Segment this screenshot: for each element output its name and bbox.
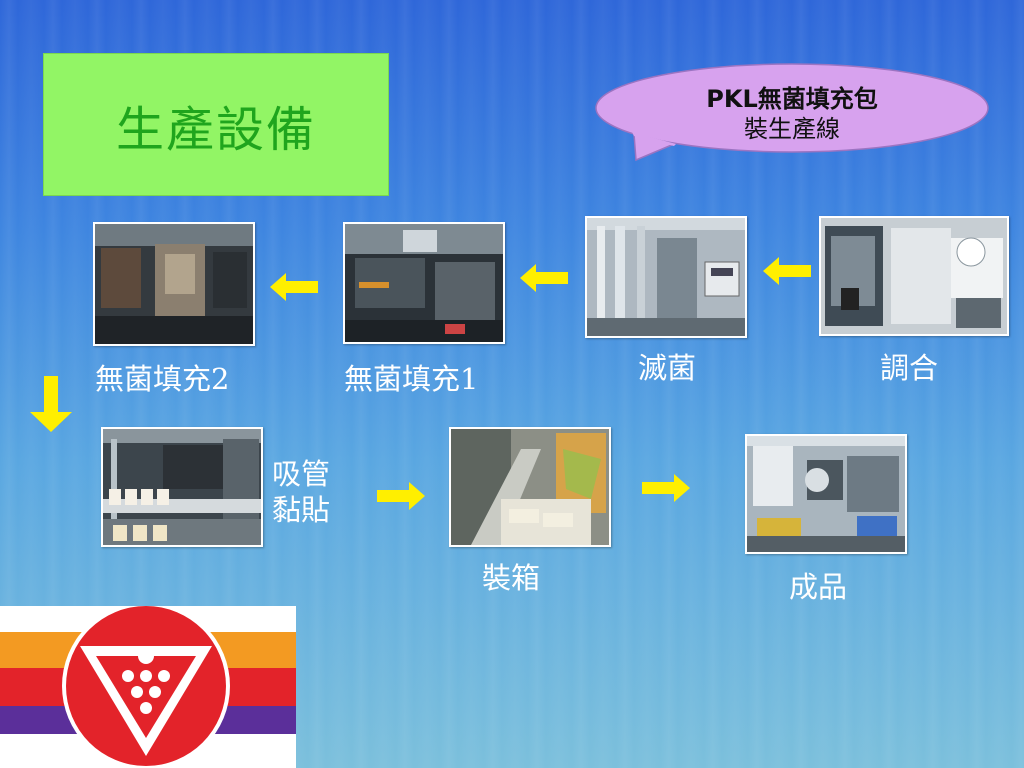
photo-sterilization: [585, 216, 747, 338]
bubble-line-2: 裝生產線: [744, 115, 840, 143]
label-product: 成品: [789, 570, 848, 604]
company-logo: [0, 606, 296, 768]
label-straw: 吸管 黏貼: [272, 456, 330, 528]
title-box: 生產設備: [43, 53, 389, 196]
bubble-shape: [595, 63, 989, 162]
bubble-line-1: PKL無菌填充包: [706, 85, 878, 113]
photo-blending: [819, 216, 1009, 336]
photo-boxing: [449, 427, 611, 547]
label-sterilize: 滅菌: [638, 351, 697, 385]
callout-bubble: PKL無菌填充包 裝生產線: [594, 62, 990, 162]
photo-straw-attach: [101, 427, 263, 547]
label-fill2: 無菌填充2: [95, 362, 230, 396]
arrow-left-icon: [270, 273, 318, 301]
label-straw-line-1: 吸管: [272, 457, 331, 491]
arrow-left-icon: [520, 264, 568, 292]
page-title: 生產設備: [115, 101, 316, 158]
arrow-right-icon: [642, 474, 690, 502]
logo-graphic: [0, 606, 296, 768]
label-fill1: 無菌填充1: [344, 362, 479, 396]
arrow-down-icon: [30, 376, 72, 432]
photo-aseptic-filling-2: [93, 222, 255, 346]
label-blend: 調合: [880, 351, 939, 385]
label-straw-line-2: 黏貼: [272, 493, 331, 527]
arrow-right-icon: [377, 482, 425, 510]
label-boxing: 裝箱: [482, 561, 541, 595]
photo-finished-product: [745, 434, 907, 554]
bubble-text: PKL無菌填充包 裝生產線: [594, 84, 990, 144]
photo-aseptic-filling-1: [343, 222, 505, 344]
arrow-left-icon: [763, 257, 811, 285]
